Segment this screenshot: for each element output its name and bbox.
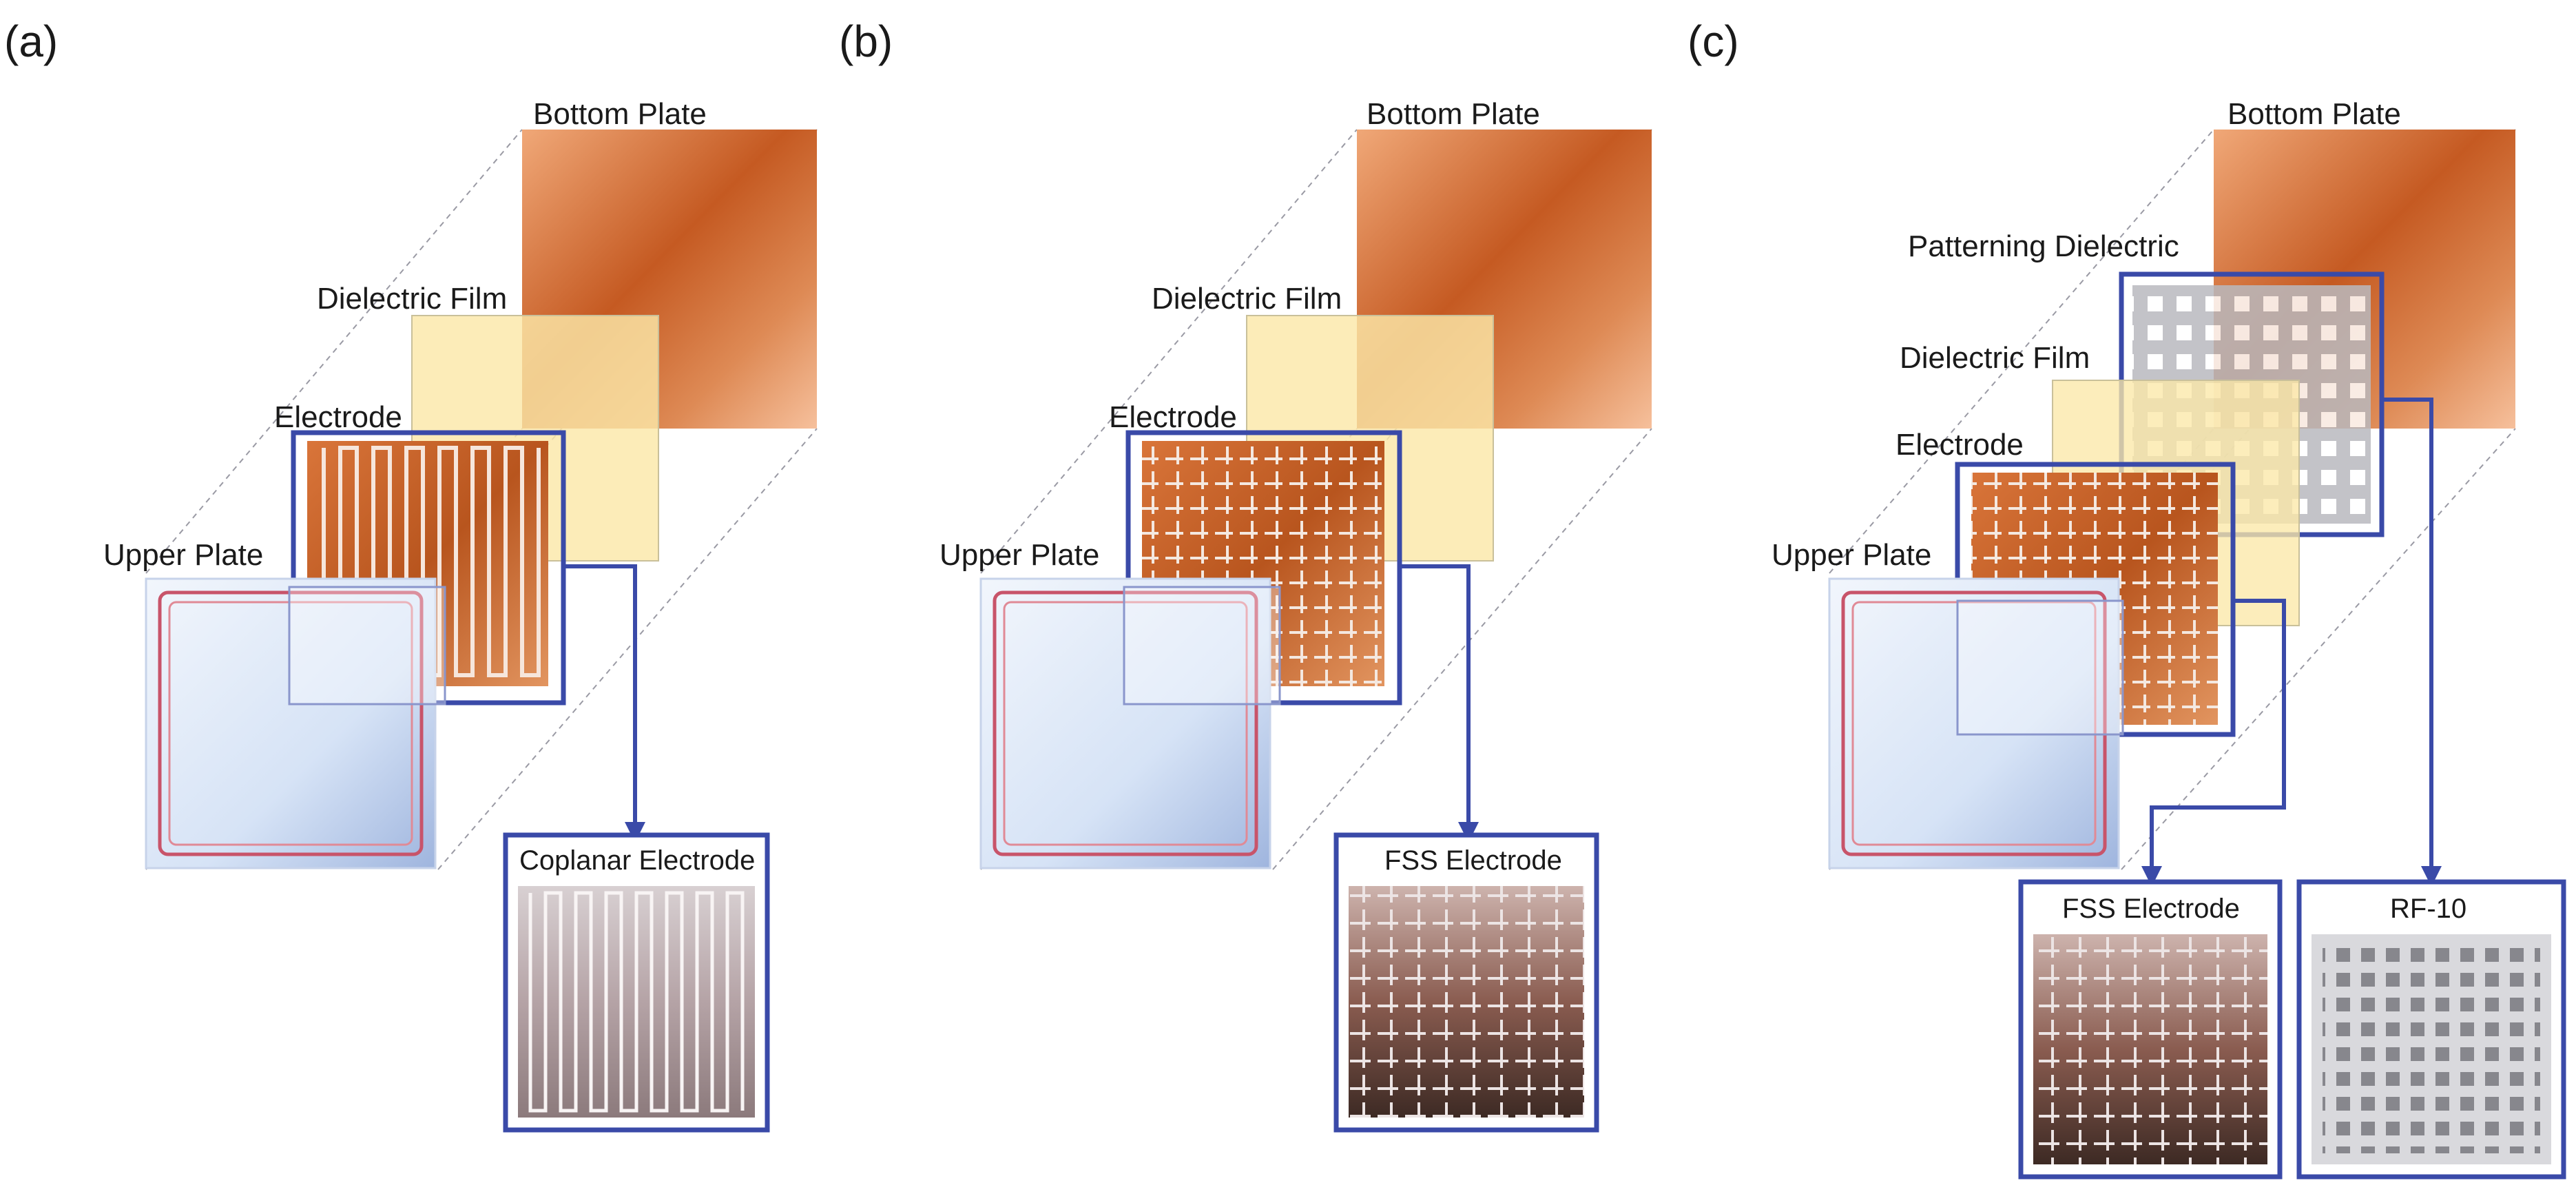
callout-connector — [563, 564, 645, 843]
electrode-label: Electrode — [274, 400, 402, 434]
bottom-plate-label: Bottom Plate — [533, 97, 707, 131]
panel-c: (c) Bottom Plate Patterning Dielectric D… — [1687, 17, 2566, 1180]
dielectric-film-label: Dielectric Film — [317, 282, 507, 316]
upper-plate: Upper Plate — [939, 538, 1281, 868]
fss-electrode-callout: FSS Electrode — [1333, 832, 1599, 1133]
upper-plate-label: Upper Plate — [1772, 538, 1931, 572]
panel-b: (b) Bottom Plate Dielectric Film Electro… — [839, 17, 1652, 1133]
upper-plate-label: Upper Plate — [939, 538, 1099, 572]
callout-connectors — [2141, 398, 2442, 887]
electrode-label: Electrode — [1895, 428, 2024, 462]
rf-10-callout: RF-10 — [2296, 879, 2566, 1180]
patterning-dielectric-label: Patterning Dielectric — [1908, 229, 2179, 263]
callout-label: FSS Electrode — [2062, 894, 2240, 924]
bottom-plate-label: Bottom Plate — [1367, 97, 1540, 131]
panel-label: (a) — [4, 17, 58, 66]
dielectric-film-label: Dielectric Film — [1152, 282, 1342, 316]
upper-plate-label: Upper Plate — [103, 538, 263, 572]
bottom-plate-label: Bottom Plate — [2227, 97, 2401, 131]
fss-electrode-callout: FSS Electrode — [2018, 879, 2283, 1180]
panel-label: (c) — [1687, 17, 1739, 66]
panel-a: (a) Bottom Plate Dielectric Film Electro… — [4, 17, 818, 1133]
callout-label: FSS Electrode — [1384, 845, 1562, 876]
callout-label: Coplanar Electrode — [519, 845, 755, 876]
coplanar-electrode-callout: Coplanar Electrode — [503, 832, 770, 1133]
callout-connector — [1400, 564, 1479, 843]
electrode-label: Electrode — [1109, 400, 1237, 434]
bottom-plate: Bottom Plate — [1357, 97, 1652, 429]
dielectric-film-label: Dielectric Film — [1900, 341, 2090, 375]
callout-label: RF-10 — [2390, 894, 2466, 924]
panel-label: (b) — [839, 17, 893, 66]
upper-plate: Upper Plate — [103, 538, 446, 868]
upper-plate: Upper Plate — [1772, 538, 2124, 868]
